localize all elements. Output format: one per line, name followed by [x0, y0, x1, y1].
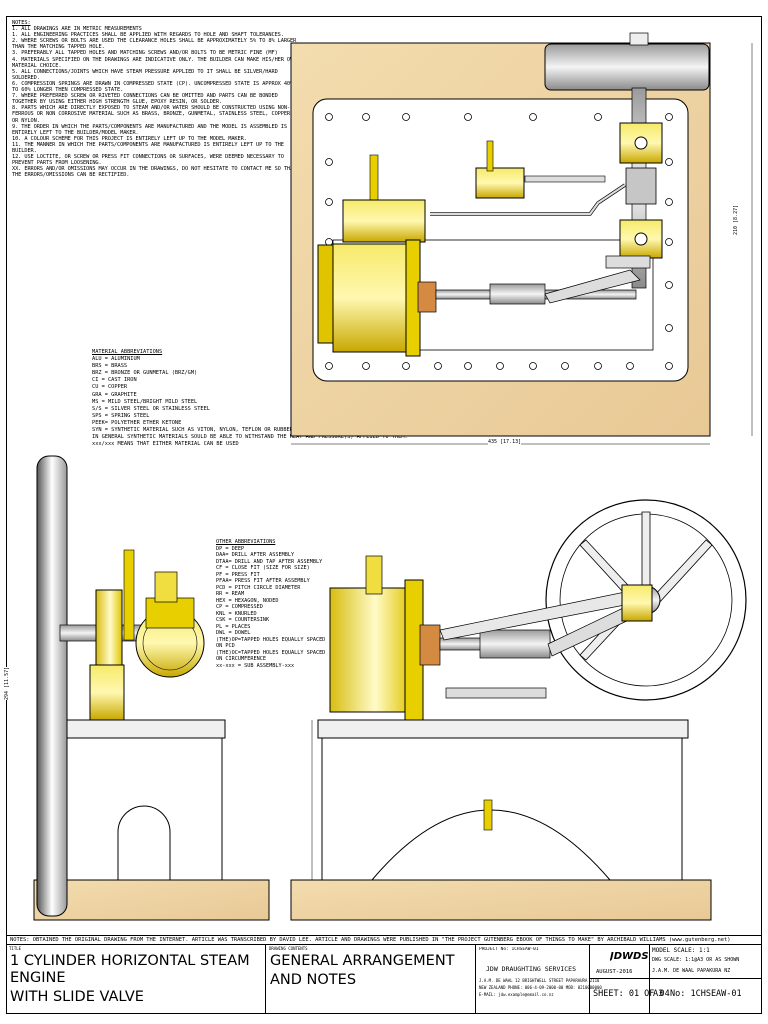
- note-line: 9. THE ORDER IN WHICH THE PARTS/COMPONEN…: [12, 123, 291, 136]
- note-line: 7. WHERE PREFERRED SCREW OR RIVETED CONN…: [12, 93, 281, 106]
- note-line: 10. A COLOUR SCHEME FOR THIS PROJECT IS …: [12, 135, 247, 142]
- copyright: J.A.M. DE WAAL PAPAKURA NZ: [652, 968, 731, 974]
- end-view: [33, 455, 270, 921]
- note-line: 11. THE MANNER IN WHICH THE PARTS/COMPON…: [12, 141, 287, 154]
- other-abbr-line: DP = DEEP: [216, 545, 245, 552]
- sheet-number: SHEET: 01 OF 04: [593, 989, 670, 999]
- other-abbr-line: PCD = PITCH CIRCLE DIAMETER: [216, 584, 301, 591]
- other-abbr-line: (THE)OC=TAPPED HOLES EQUALLY SPACED ON C…: [216, 649, 326, 663]
- material-abbr-line: SYN = SYNTHETIC MATERIAL SUCH AS VITON, …: [92, 427, 293, 434]
- material-abbr-line: S/S = SILVER STEEL OR STAINLESS STEEL: [92, 405, 210, 412]
- drawing-title-line1: 1 CYLINDER HORIZONTAL STEAM ENGINE: [10, 953, 250, 986]
- company-name: JDW DRAUGHTING SERVICES: [486, 965, 577, 973]
- note-line: 8. PARTS WHICH ARE DIRECTLY EXPOSED TO S…: [12, 105, 291, 124]
- material-abbr-line: CU = COPPER: [92, 384, 128, 391]
- other-abbr-line: CSK = COUNTERSINK: [216, 617, 270, 623]
- title-cell: TITLE 1 CYLINDER HORIZONTAL STEAM ENGINE…: [6, 945, 266, 1014]
- plan-view: [290, 32, 753, 445]
- sheet-row: SHEET: 01 OF 04 A3 No: 1CHSEAW-01: [590, 978, 762, 1015]
- other-abbr-line: KNL = KNURLED: [216, 610, 257, 617]
- plan-height-dimension: 210 [8.27]: [733, 204, 739, 235]
- material-abbr-line: MS = MILD STEEL/BRIGHT MILD STEEL: [92, 398, 198, 405]
- logo: JDWDS: [610, 951, 649, 962]
- drawing-title-line2: WITH SLIDE VALVE: [10, 989, 144, 1005]
- other-abbr-line: DTAA= DRILL AND TAP AFTER ASSEMBLY: [216, 558, 323, 565]
- contents-line2: AND NOTES: [270, 972, 357, 988]
- note-line: 2. WHERE SCREWS OR BOLTS ARE USED THE CL…: [12, 38, 300, 51]
- material-abbr-line: ALU = ALUMINIUM: [92, 356, 140, 363]
- engine-drawings: [33, 32, 753, 921]
- logo-cell: JDWDS AUGUST-2016: [590, 945, 650, 1014]
- other-abbr-line: (THE)OP=TAPPED HOLES EQUALLY SPACED ON P…: [216, 636, 326, 650]
- material-abbr-line: IN GENERAL SYNTHETIC MATERIALS SOULD BE …: [92, 434, 408, 441]
- contents-line1: GENERAL ARRANGEMENT: [270, 953, 455, 969]
- note-line: 1. ALL DRAWINGS ARE IN METRIC MEASUREMEN…: [12, 26, 142, 33]
- material-abbr-line: MATERIAL ABBREVIATIONS: [92, 349, 163, 355]
- other-abbr-line: DWL = DOWEL: [216, 630, 251, 636]
- end-height-dimension: 294 [11.57]: [4, 666, 10, 700]
- title-label: TITLE: [9, 946, 22, 951]
- sheet-size: A3: [653, 989, 664, 999]
- note-line: 4. MATERIALS SPECIFIED ON THE DRAWINGS A…: [12, 56, 296, 69]
- note-line: NOTES:: [12, 20, 31, 26]
- other-abbr-line: CF = CLOSE FIT (SIZE FOR SIZE): [216, 565, 310, 571]
- model-scale: MODEL SCALE: 1:1: [652, 947, 710, 954]
- company-address1: J.A.M. DE WAAL 12 BRIGHTWELL STREET PAPA…: [479, 978, 600, 983]
- material-abbr-line: BRS = BRASS: [92, 363, 128, 370]
- company-email: E-MAIL: jdw.example@email.co.nz: [479, 992, 554, 997]
- material-abbr-line: SPS = SPRING STEEL: [92, 412, 150, 419]
- material-abbr-line: PEEK= POLYETHER ETHER KETONE: [92, 419, 182, 426]
- material-abbr-line: xxx/xxx MEANS THAT EITHER MATERIAL CAN B…: [92, 441, 239, 448]
- note-line: 3. PREFERABLY ALL TAPPED HOLES AND MATCH…: [12, 50, 278, 57]
- company-cell: PROJECT No: 1CHSEAW-01 JDW DRAUGHTING SE…: [476, 945, 602, 1014]
- other-abbr-line: PFAA= PRESS FIT AFTER ASSEMBLY: [216, 578, 310, 584]
- project-number: PROJECT No: 1CHSEAW-01: [479, 947, 539, 952]
- scale-cell: MODEL SCALE: 1:1 DWG SCALE: 1:1@A3 OR AS…: [650, 945, 762, 1014]
- note-line: 12. USE LOCTITE, OR SCREW OR PRESS FIT C…: [12, 154, 287, 167]
- note-line: 1. ALL ENGINEERING PRACTICES SHALL BE AP…: [12, 32, 284, 39]
- material-abbr-line: BRZ = BRONZE OR GUNMETAL (BRZ/GM): [92, 370, 198, 377]
- other-abbr-line: CP = COMPRESSED: [216, 604, 263, 610]
- other-abbr-line: PL = PLACES: [216, 623, 251, 630]
- plan-width-dimension: 435 [17.13]: [488, 439, 522, 445]
- other-abbr-line: DAA= DRILL AFTER ASSEMBLY: [216, 552, 295, 558]
- contents-cell: DRAWING CONTENTS GENERAL ARRANGEMENT AND…: [266, 945, 476, 1014]
- drawing-date: AUGUST-2016: [596, 969, 633, 975]
- side-elevation: [290, 499, 747, 921]
- company-address2: NEW ZEALAND PHONE: 006-4-09-2000-00 MOB:…: [479, 985, 602, 990]
- material-abbr-line: GRA = GRAPHITE: [92, 391, 137, 398]
- note-line: XX. ERRORS AND/OR OMISSIONS MAY OCCUR IN…: [12, 166, 297, 179]
- contents-label: DRAWING CONTENTS: [269, 946, 308, 951]
- other-abbr-line: HEX = HEXAGON, NODED: [216, 597, 279, 604]
- other-abbr-line: OTHER ABBREVIATIONS: [216, 539, 276, 545]
- other-abbr-line: PF = PRESS FIT: [216, 571, 260, 578]
- material-abbr-line: CI = CAST IRON: [92, 377, 137, 384]
- drawing-scale: DWG SCALE: 1:1@A3 OR AS SHOWN: [652, 957, 740, 963]
- source-footnote: NOTES: OBTAINED THE ORIGINAL DRAWING FRO…: [6, 935, 762, 945]
- other-abbr-line: RR = REAM: [216, 591, 245, 597]
- note-line: 6. COMPRESSION SPRINGS ARE DRAWN IN COMP…: [12, 80, 294, 94]
- note-line: 5. ALL CONNECTIONS/JOINTS WHICH HAVE STE…: [12, 68, 281, 81]
- drawing-number: No: 1CHSEAW-01: [670, 989, 742, 999]
- general-notes: NOTES:1. ALL DRAWINGS ARE IN METRIC MEAS…: [12, 20, 297, 178]
- drawing-sheet-border: [6, 16, 762, 1014]
- other-abbr-line: xx-xxx = SUB ASSEMBLY-xxx: [216, 662, 295, 669]
